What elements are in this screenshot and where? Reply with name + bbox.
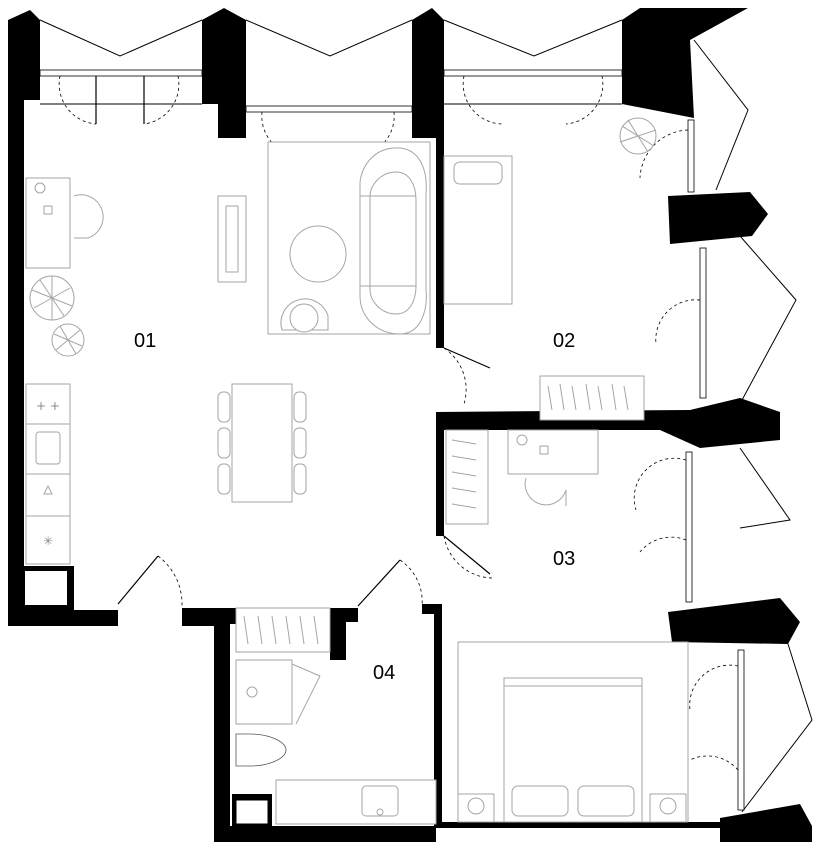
wall-bottom <box>436 822 726 828</box>
walls <box>8 8 812 842</box>
sofa <box>359 147 427 335</box>
wall-right-bottom <box>720 804 812 842</box>
wardrobe <box>235 607 331 653</box>
wall-01-02-lower <box>436 412 444 536</box>
windows <box>39 19 813 813</box>
wall-right-wedge-1 <box>668 192 768 244</box>
coffee-table <box>289 225 347 283</box>
svg-text:✳: ✳ <box>43 534 53 548</box>
wall-02-03 <box>436 398 780 448</box>
desk <box>25 177 71 269</box>
room-label-04: 04 <box>373 662 395 684</box>
wall-top-right <box>622 8 748 118</box>
wardrobe <box>539 375 645 421</box>
furniture-room-03 <box>445 429 689 823</box>
dining-table <box>231 383 293 503</box>
wardrobe <box>445 429 489 525</box>
doors <box>58 75 739 771</box>
room-labels: 01 02 03 04 <box>134 330 575 684</box>
wall-left <box>8 10 40 566</box>
room-label-01: 01 <box>134 330 156 352</box>
wall-corridor-right <box>330 608 358 660</box>
wall-right-wedge-2 <box>668 598 800 644</box>
wall-03-04 <box>434 604 442 828</box>
svg-text:+ +: + + <box>36 399 60 413</box>
wall-01-02-upper <box>436 104 444 348</box>
shower <box>235 659 293 725</box>
room-label-02: 02 <box>553 330 575 352</box>
vanity <box>275 779 437 825</box>
room-label-03: 03 <box>553 548 575 570</box>
toilet <box>235 733 287 767</box>
furniture-room-04 <box>235 607 437 825</box>
wall-pier-1 <box>202 8 246 138</box>
furniture-room-02 <box>443 117 657 421</box>
wall-door-stub <box>422 604 442 614</box>
furniture-living: + + ✳ <box>25 141 431 565</box>
